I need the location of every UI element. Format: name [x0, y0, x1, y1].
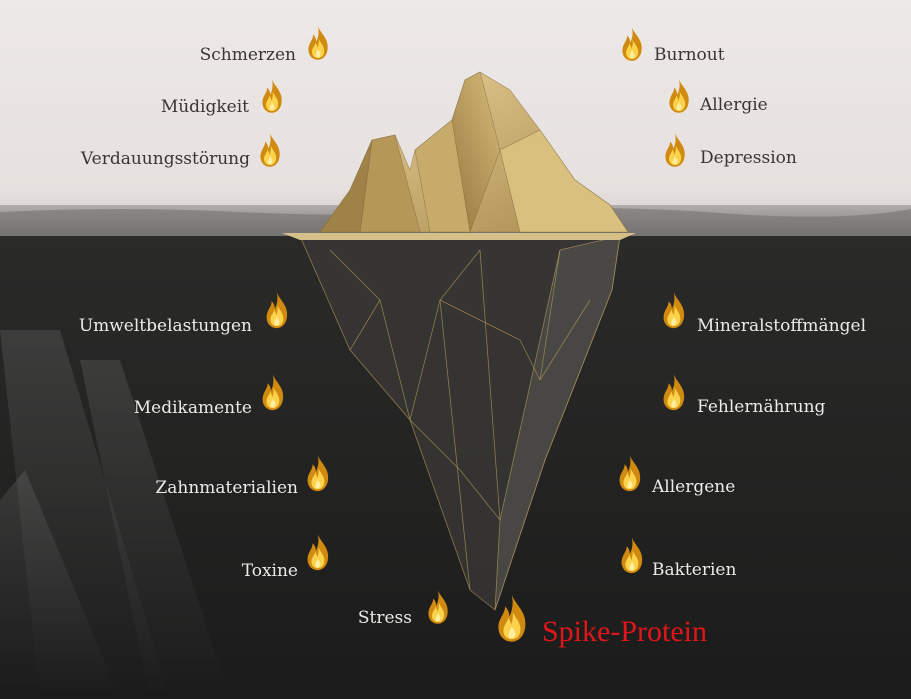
cause-label-bakterien: Bakterien [652, 560, 737, 580]
flame-icon [260, 133, 280, 167]
flame-icon [669, 79, 689, 113]
cause-label-mineralstoffmaengel: Mineralstoffmängel [697, 316, 867, 336]
flame-icon [663, 374, 685, 410]
cause-label-stress: Stress [357, 608, 412, 628]
flame-icon [307, 455, 329, 491]
symptom-label-depression: Depression [700, 148, 797, 168]
flame-icon [262, 79, 282, 113]
flame-icon [619, 455, 641, 491]
submerged-ice [299, 235, 621, 611]
symptom-label-muedigkeit: Müdigkeit [160, 97, 249, 117]
symptom-label-schmerzen: Schmerzen [199, 45, 296, 65]
cause-label-toxine: Toxine [241, 561, 298, 581]
symptom-label-allergie: Allergie [700, 95, 768, 115]
cause-label-umweltbelastungen: Umweltbelastungen [78, 316, 252, 336]
flame-icon [622, 27, 642, 61]
cause-label-zahnmaterialien: Zahnmaterialien [155, 478, 298, 498]
flame-icon [308, 26, 328, 60]
flame-icon [266, 292, 288, 328]
flame-icon [498, 594, 526, 642]
symptom-label-verdauung: Verdauungsstörung [80, 149, 250, 169]
flame-icon [621, 537, 643, 573]
flame-icon [428, 590, 448, 624]
iceberg-tip [319, 71, 629, 233]
cause-label-allergene: Allergene [652, 477, 736, 497]
flame-icon [665, 133, 685, 167]
cause-label-medikamente: Medikamente [133, 398, 252, 418]
symptom-label-burnout: Burnout [654, 45, 725, 65]
flame-icon [307, 534, 329, 570]
highlight-label-spike-protein: Spike-Protein [542, 615, 707, 648]
cause-label-fehlernaehrung: Fehlernährung [697, 397, 826, 417]
flame-icon [262, 374, 284, 410]
flame-icon [663, 292, 685, 328]
